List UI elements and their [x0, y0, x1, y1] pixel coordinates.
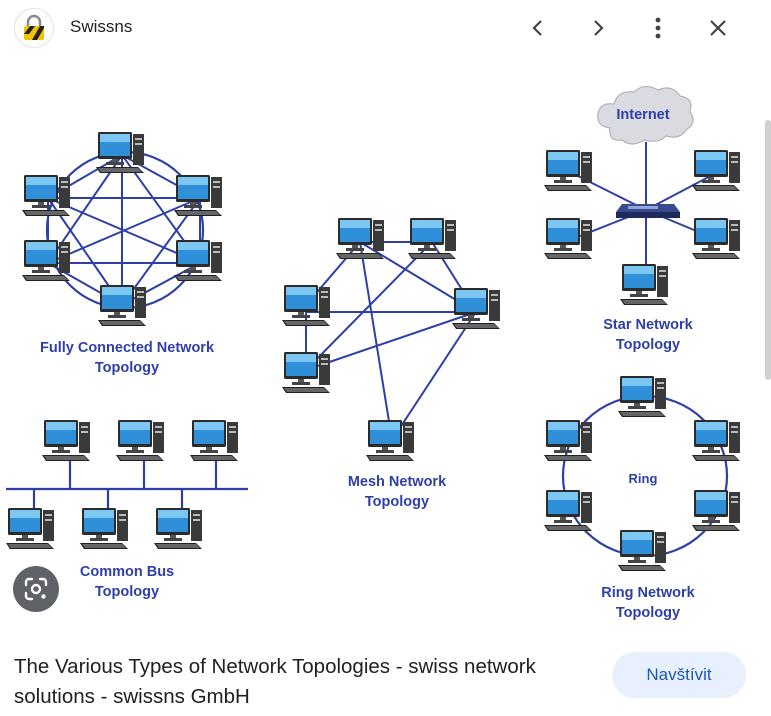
bus-topology: Common Bus Topology: [6, 420, 248, 600]
more-options-button[interactable]: [640, 10, 676, 46]
ring-topology: Ring Ring Network Topology: [544, 376, 740, 621]
star-label-line2: Topology: [616, 337, 680, 353]
ring-label-line1: Ring Network: [601, 585, 695, 601]
mesh-topology: Mesh Network Topology: [282, 218, 500, 510]
visit-button[interactable]: Navštívit: [612, 652, 746, 698]
lens-search-button[interactable]: [13, 566, 59, 612]
star-topology: Internet Star Network Topology: [544, 85, 740, 353]
fully-connected-label-line2: Topology: [95, 360, 159, 376]
bus-label-line1: Common Bus: [80, 564, 174, 580]
fully-connected-topology: Fully Connected Network Topology: [22, 132, 222, 376]
fully-connected-label-line1: Fully Connected Network: [40, 340, 215, 356]
star-label-line1: Star Network: [603, 317, 693, 333]
bus-label-line2: Topology: [95, 584, 159, 600]
site-logo-icon[interactable]: [14, 8, 54, 48]
image-title[interactable]: The Various Types of Network Topologies …: [14, 655, 536, 708]
site-name[interactable]: Swissns: [70, 17, 133, 36]
ring-label-line2: Topology: [616, 605, 680, 621]
chevron-right-icon: [594, 20, 604, 36]
chevron-left-icon: [532, 20, 542, 36]
mesh-label-line1: Mesh Network: [348, 474, 447, 490]
close-icon: [710, 20, 726, 36]
next-button[interactable]: [580, 10, 616, 46]
lens-icon: [24, 577, 48, 601]
mesh-label-line2: Topology: [365, 494, 429, 510]
network-switch-icon: [616, 204, 680, 218]
close-button[interactable]: [700, 10, 736, 46]
ring-center-label: Ring: [629, 471, 658, 486]
internet-cloud-icon: [597, 85, 694, 145]
more-vert-icon: [655, 17, 661, 39]
panel-header: Swissns: [0, 0, 771, 56]
preview-image[interactable]: Fully Connected Network Topology: [0, 60, 771, 630]
scrollbar[interactable]: [765, 120, 771, 380]
internet-label: Internet: [616, 107, 669, 123]
previous-button[interactable]: [520, 10, 556, 46]
